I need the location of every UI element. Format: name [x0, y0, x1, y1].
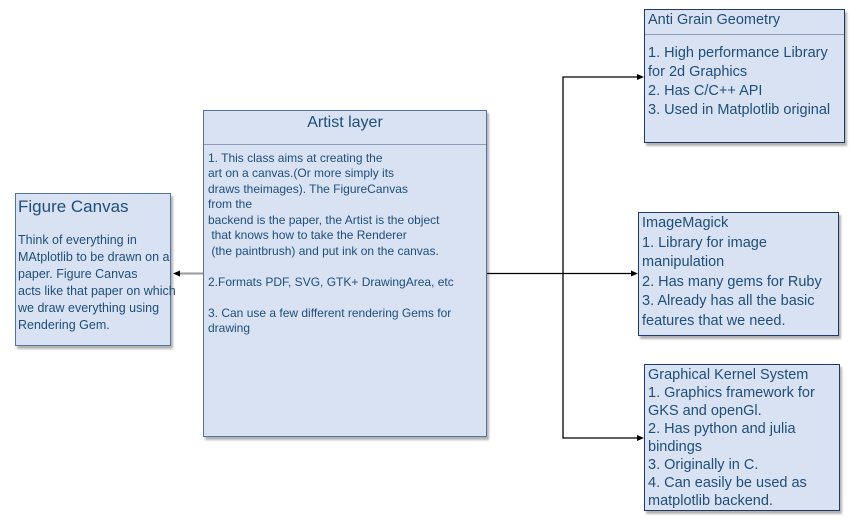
anti-grain-geometry-title: Anti Grain Geometry	[645, 10, 844, 35]
graphical-kernel-system-box[interactable]: Graphical Kernel System 1. Graphics fram…	[644, 364, 840, 511]
figure-canvas-box[interactable]: Figure Canvas Think of everything in MAt…	[15, 193, 176, 346]
connector-artist-to-gks	[562, 273, 644, 441]
connector-artist-to-anti-grain-geometry	[562, 74, 644, 274]
artist-layer-box[interactable]: Artist layer 1. This class aims at creat…	[203, 110, 487, 437]
artist-layer-title: Artist layer	[204, 111, 486, 145]
figure-canvas-body: Think of everything in MAtplotlib to be …	[18, 233, 176, 332]
anti-grain-geometry-box[interactable]: Anti Grain Geometry 1. High performance …	[644, 9, 845, 143]
imagemagick-body: ImageMagick 1. Library for image manipul…	[642, 215, 822, 329]
imagemagick-box[interactable]: ImageMagick 1. Library for image manipul…	[638, 212, 839, 336]
artist-layer-body: 1. This class aims at creating the art o…	[208, 150, 454, 336]
figure-canvas-title: Figure Canvas	[18, 197, 129, 216]
graphical-kernel-system-body: Graphical Kernel System 1. Graphics fram…	[648, 367, 815, 509]
anti-grain-geometry-body: 1. High performance Library for 2d Graph…	[648, 44, 831, 118]
